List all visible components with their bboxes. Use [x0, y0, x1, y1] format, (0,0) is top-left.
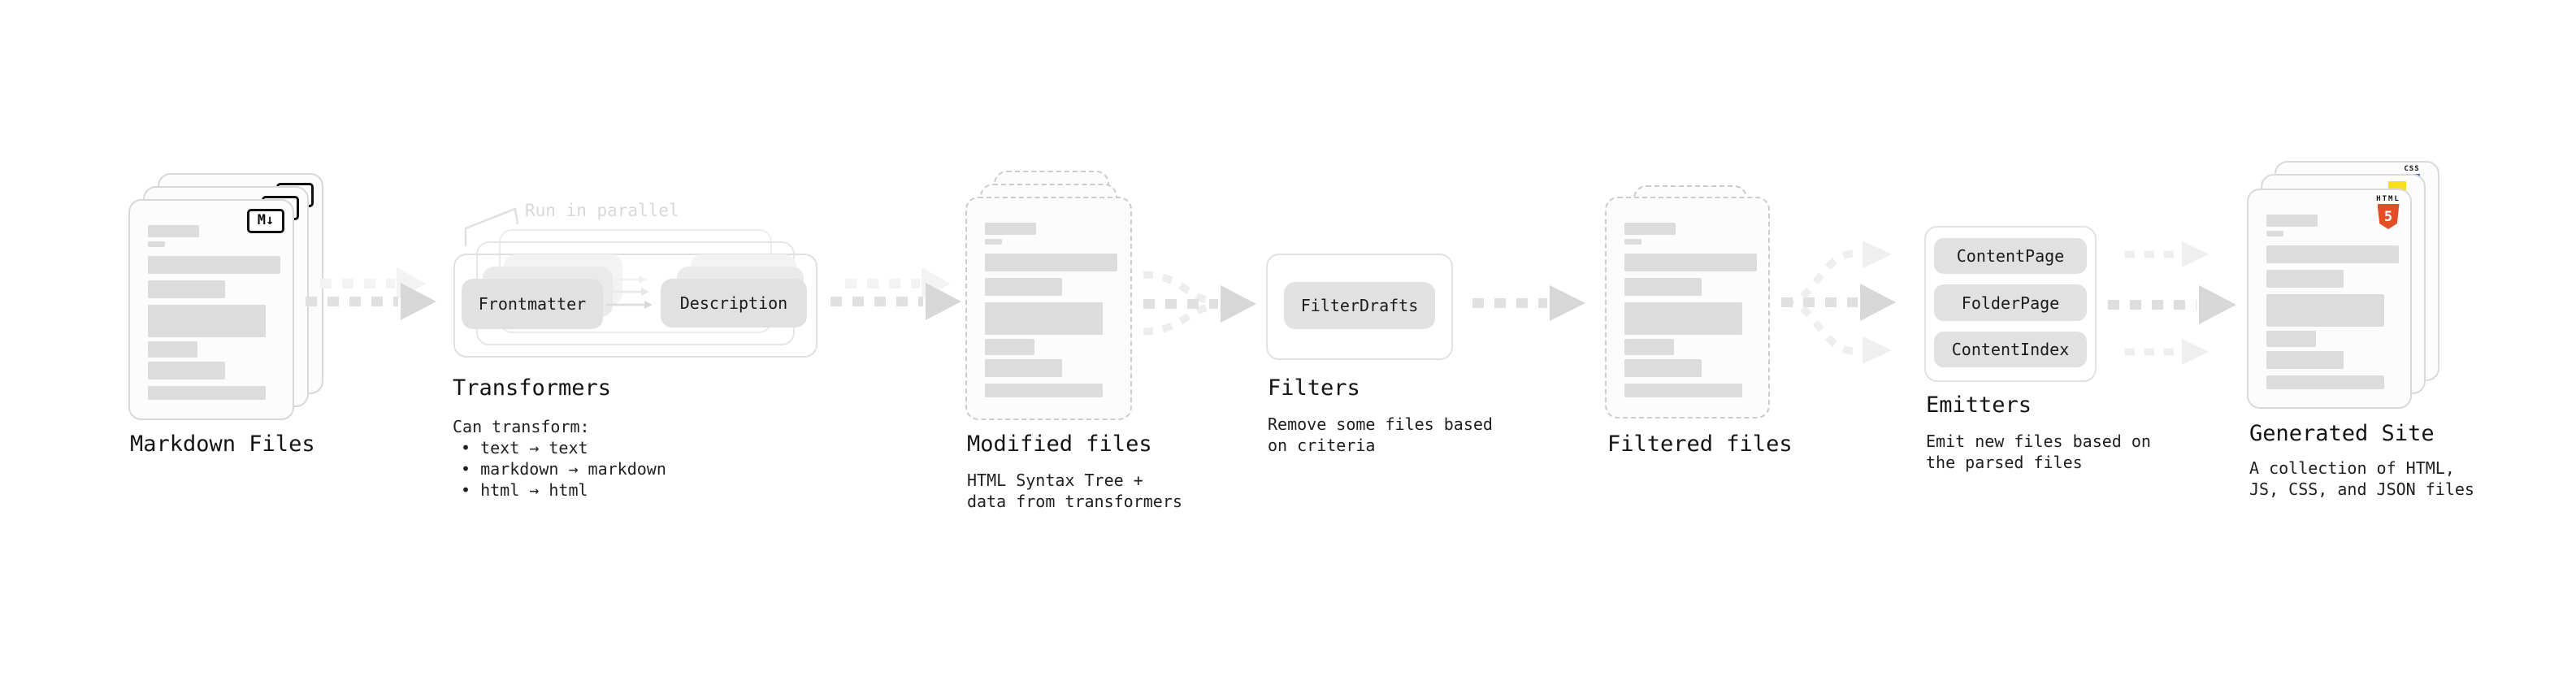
doc-content-bar: [985, 339, 1034, 355]
doc-content-bar: [1624, 339, 1674, 355]
generated-site-description: A collection of HTML, JS, CSS, and JSON …: [2249, 458, 2474, 500]
filtered-file-card-front: [1605, 197, 1770, 419]
transformer-frame-front: [453, 254, 817, 358]
doc-content-bar: [985, 359, 1062, 377]
doc-content-bar: [985, 239, 1002, 245]
modified-desc-line1: HTML Syntax Tree +: [967, 471, 1143, 490]
doc-content-bar: [1624, 254, 1757, 271]
doc-content-bar: [148, 362, 225, 380]
doc-content-bar: [2266, 331, 2316, 347]
doc-content-bar: [2266, 294, 2384, 327]
doc-content-bar: [2266, 245, 2399, 263]
modified-files-label: Modified files: [967, 432, 1152, 457]
doc-content-bar: [985, 278, 1062, 296]
filters-label: Filters: [1268, 375, 1360, 401]
arrow-folderpage-output: [2108, 285, 2236, 324]
javascript-icon: [2388, 181, 2406, 190]
doc-content-bar: [2266, 215, 2318, 227]
doc-content-bar: [148, 241, 165, 247]
run-in-parallel-annotation: Run in parallel: [525, 201, 679, 220]
markdown-files-label: Markdown Files: [130, 432, 315, 457]
doc-content-bar: [985, 254, 1117, 271]
generated-site-label: Generated Site: [2249, 421, 2435, 446]
emitters-desc-line1: Emit new files based on: [1926, 432, 2151, 451]
doc-content-bar: [1624, 223, 1676, 235]
bullet-html-to-html: • html → html: [461, 480, 588, 500]
arrow-markdown-to-transformers: [306, 267, 436, 320]
doc-content-bar: [1624, 278, 1702, 296]
modified-files-description: HTML Syntax Tree + data from transformer…: [967, 470, 1182, 512]
arrow-transformers-to-modified: [830, 267, 961, 320]
markdown-icon: M↓: [247, 209, 284, 233]
doc-content-bar: [1624, 239, 1641, 245]
bullet-markdown-to-markdown: • markdown → markdown: [461, 459, 666, 479]
modified-desc-line2: data from transformers: [967, 492, 1182, 511]
contentpage-emitter-box: ContentPage: [1934, 238, 2087, 274]
doc-content-bar: [1624, 384, 1742, 397]
arrows-emitters-to-site: [2108, 241, 2236, 365]
frontmatter-transformer-box: Frontmatter: [462, 279, 603, 329]
doc-content-bar: [148, 280, 225, 298]
doc-content-bar: [148, 386, 266, 400]
html5-icon-text: HTML: [2376, 195, 2400, 203]
doc-content-bar: [985, 384, 1103, 397]
emitters-desc-line2: the parsed files: [1926, 453, 2083, 472]
doc-content-bar: [985, 302, 1103, 335]
filtered-files-label: Filtered files: [1607, 432, 1793, 457]
doc-content-bar: [985, 223, 1036, 235]
site-desc-line2: JS, CSS, and JSON files: [2249, 479, 2474, 499]
contentindex-emitter-box: ContentIndex: [1934, 332, 2087, 367]
filters-desc-line1: Remove some files based: [1268, 414, 1493, 434]
arrow-contentindex-output: [2125, 339, 2209, 365]
html5-shield-number: 5: [2383, 208, 2393, 225]
css-icon-text: CSS: [2404, 165, 2420, 173]
filterdrafts-box: FilterDrafts: [1284, 282, 1435, 329]
site-desc-line1: A collection of HTML,: [2249, 458, 2455, 478]
arrow-contentpage-output: [2125, 241, 2209, 267]
folderpage-emitter-box: FolderPage: [1934, 284, 2087, 321]
doc-content-bar: [148, 305, 266, 337]
filters-description: Remove some files based on criteria: [1268, 414, 1493, 456]
doc-content-bar: [2266, 231, 2283, 236]
can-transform-title: Can transform:: [453, 417, 590, 436]
emitters-label: Emitters: [1926, 393, 2032, 418]
doc-content-bar: [2266, 351, 2344, 369]
html5-icon: HTML 5: [2374, 195, 2402, 229]
doc-content-bar: [148, 225, 199, 237]
doc-content-bar: [148, 341, 197, 358]
annotation-leader-line: [464, 207, 519, 246]
doc-content-bar: [1624, 359, 1702, 377]
doc-content-bar: [2266, 270, 2344, 288]
description-transformer-box: Description: [661, 279, 807, 327]
arrow-filtered-to-emitters-split: [1781, 241, 1896, 364]
markdown-file-card-front: M↓: [128, 199, 294, 420]
modified-file-card-front: [965, 197, 1132, 420]
doc-content-bar: [1624, 302, 1742, 335]
doc-content-bar: [148, 256, 280, 274]
transformers-label: Transformers: [453, 375, 612, 401]
parallel-transform-arrows: [606, 275, 653, 309]
main-arrow: [306, 283, 436, 320]
html5-shield: 5: [2377, 204, 2400, 229]
filters-desc-line2: on criteria: [1268, 436, 1376, 455]
emitters-description: Emit new files based on the parsed files: [1926, 431, 2151, 473]
site-card-html: HTML 5: [2247, 189, 2412, 409]
arrow-modified-to-filters-merge: [1143, 271, 1256, 336]
main-arrow: [830, 283, 961, 320]
transformers-description: Can transform: • text → text • markdown …: [453, 416, 666, 501]
arrow-filters-to-filtered: [1472, 285, 1585, 321]
bullet-text-to-text: • text → text: [461, 438, 588, 458]
doc-content-bar: [2266, 375, 2384, 389]
